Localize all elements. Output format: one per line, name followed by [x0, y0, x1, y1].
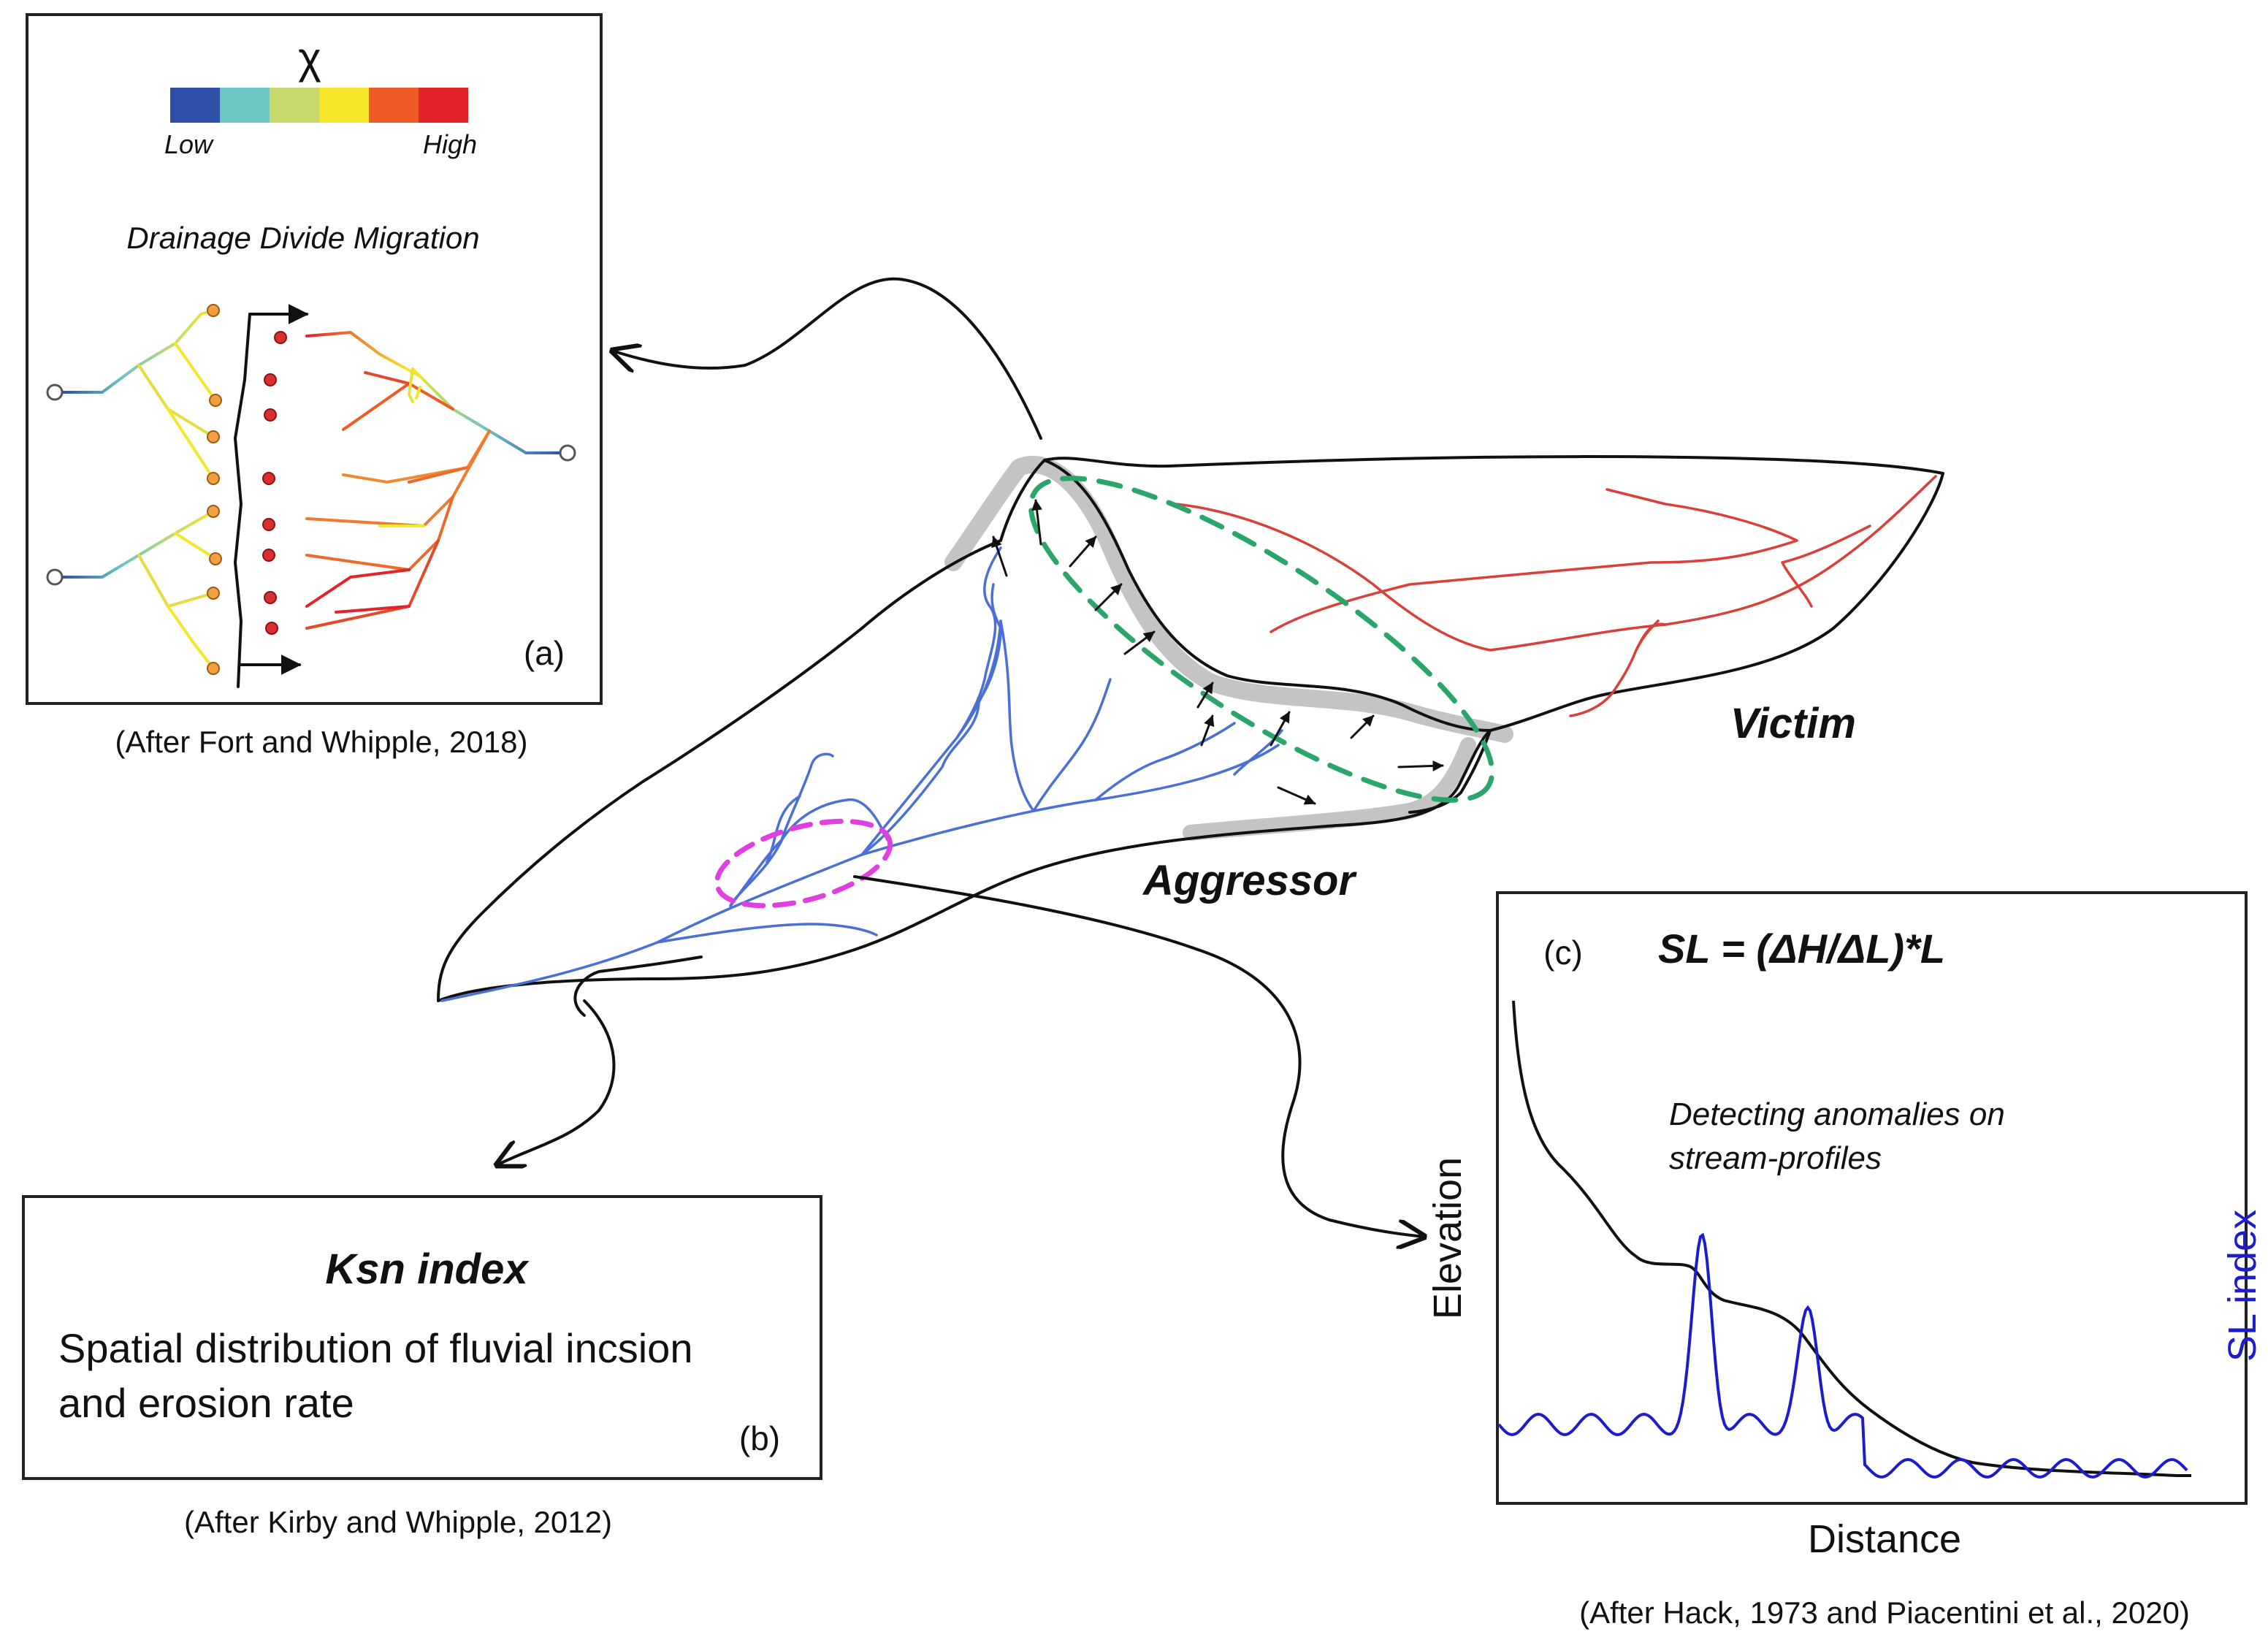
- panel-b-label: (b): [739, 1419, 780, 1457]
- panel-a-frame: [26, 13, 603, 705]
- y-axis-label-sl-index: SL index: [2221, 1210, 2264, 1362]
- arrow-to-panel-b: [497, 999, 616, 1165]
- panel-c: (c) SL = (ΔH/ΔL)*L Detecting anomalies o…: [1426, 891, 2264, 1630]
- legend-swatch: [270, 88, 319, 123]
- divide-highlight: [944, 456, 1513, 743]
- legend-high-label: High: [423, 129, 477, 159]
- panel-b-text-2: and erosion rate: [58, 1380, 354, 1426]
- divide-zone-ellipse: [1028, 476, 1495, 803]
- aggressor-label: Aggressor: [1142, 857, 1358, 904]
- victim-basin-outline: [1043, 455, 1944, 732]
- chi-color-legend: [170, 88, 468, 123]
- anomaly-zone-ellipse: [714, 818, 893, 909]
- anomaly-note-1: Detecting anomalies on: [1669, 1096, 2005, 1132]
- panel-c-citation: (After Hack, 1973 and Piacentini et al.,…: [1579, 1595, 2190, 1630]
- aggressor-streams: [440, 546, 1283, 1002]
- chi-symbol: χ: [298, 34, 321, 83]
- legend-swatch: [170, 88, 220, 123]
- panel-c-label: (c): [1543, 934, 1583, 972]
- panel-b-title: Ksn index: [325, 1245, 530, 1293]
- panel-b-text-1: Spatial distribution of fluvial incsion: [58, 1325, 692, 1371]
- outlet-left-bottom: [46, 568, 64, 586]
- x-axis-label-distance: Distance: [1808, 1517, 1961, 1561]
- legend-swatch: [220, 88, 270, 123]
- arrow-to-panel-c: [853, 875, 1424, 1237]
- panel-b: Ksn index Spatial distribution of fluvia…: [22, 1195, 822, 1539]
- left-channel-heads: [207, 304, 222, 675]
- panel-a-label: (a): [524, 634, 565, 672]
- sl-index-curve: [1497, 1232, 2188, 1479]
- outlet-left-top: [46, 384, 64, 401]
- panel-a-title: Drainage Divide Migration: [126, 221, 479, 255]
- y-axis-label-elevation: Elevation: [1426, 1157, 1470, 1319]
- panel-b-frame: [22, 1195, 822, 1480]
- elevation-profile-curve: [1512, 1000, 2191, 1477]
- panel-a-citation: (After Fort and Whipple, 2018): [115, 725, 528, 759]
- legend-swatch: [319, 88, 369, 123]
- aggressor-basin-outline: [437, 459, 1492, 1002]
- anomaly-note-2: stream-profiles: [1669, 1140, 1882, 1176]
- victim-label: Victim: [1730, 700, 1856, 747]
- divide-migration-arrows: [991, 499, 1444, 805]
- divide-line: [233, 313, 251, 688]
- divide-highlight-lower: [1183, 737, 1476, 841]
- lower-tributary: [573, 955, 703, 1017]
- right-channel-heads: [262, 331, 287, 635]
- victim-lower-divide: [1408, 729, 1492, 814]
- basin-sketch: [437, 277, 1944, 1237]
- sl-formula: SL = (ΔH/ΔL)*L: [1658, 926, 1945, 972]
- victim-streams: [1175, 475, 1937, 717]
- legend-swatch: [419, 88, 468, 123]
- panel-c-frame: [1496, 891, 2248, 1505]
- legend-swatch: [369, 88, 419, 123]
- panel-b-citation: (After Kirby and Whipple, 2012): [184, 1505, 612, 1539]
- panel-a: χ Low High Drainage Divide Migration: [26, 13, 603, 759]
- outlet-right: [559, 444, 576, 462]
- divide-migration-sketch: [46, 304, 576, 688]
- legend-low-label: Low: [164, 129, 214, 159]
- arrow-to-panel-a: [612, 277, 1042, 440]
